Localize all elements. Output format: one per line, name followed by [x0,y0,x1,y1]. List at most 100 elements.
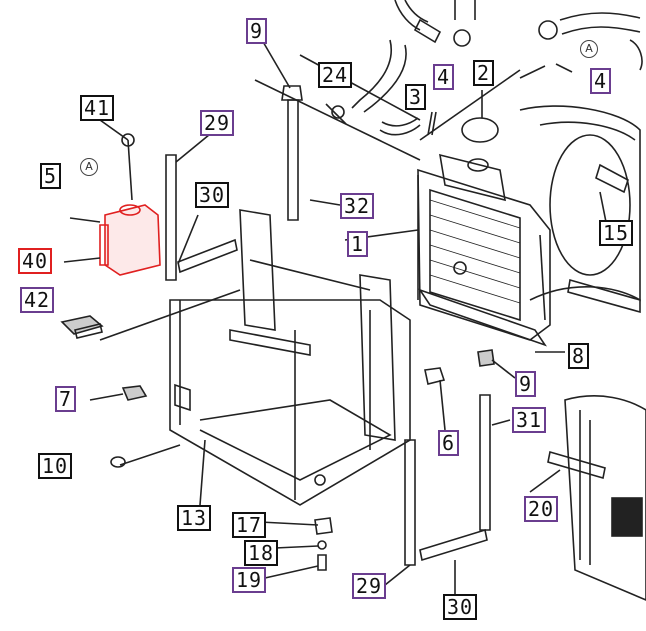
callout-15: 15 [599,220,634,246]
leader-29b [384,564,411,586]
strip-30-top [177,238,238,274]
callout-5: 5 [40,163,62,189]
pad-42-side [74,323,103,339]
marker-a-left: A [80,158,98,176]
tube-41-fitting [121,133,135,147]
leader-6 [439,379,446,431]
callout-20: 20 [524,496,559,522]
marker-a-right: A [580,40,598,58]
radiator-cap-2 [461,117,499,143]
hose-3-outline-b [363,44,407,113]
leader-18 [274,545,319,549]
fan-shroud [519,105,641,302]
pin-4 [555,63,573,73]
frame-hole [314,474,326,486]
strip-20 [547,450,606,480]
leader-10 [119,444,181,466]
strip-right [567,278,641,314]
callout-41: 41 [80,95,115,121]
hose-3-outline-a [351,39,392,109]
callout-3: 3 [405,84,427,110]
clip-9-top [281,85,303,101]
callout-4-right: 4 [590,68,612,94]
callout-24: 24 [318,62,353,88]
right-hose-b [561,26,641,35]
callout-13: 13 [177,505,212,531]
frame-uprights [179,300,371,500]
radiator-tank [439,153,506,202]
callout-9-top: 9 [246,18,268,44]
hose-end [413,18,442,44]
washer-18 [317,540,327,550]
leader-19 [264,565,319,579]
clamp-24-tab [325,103,347,125]
leader-15 [599,191,607,223]
strip-15 [595,163,629,194]
pad-42 [60,315,104,335]
reserve-tank-cap [119,204,141,216]
leader-9 [491,359,516,379]
callout-7: 7 [55,386,77,412]
callout-30-bottom: 30 [443,594,478,620]
leader-32 [309,199,341,206]
clip-6 [424,367,446,385]
hose-3-lower-a [379,124,421,136]
frame-post-left [239,209,276,331]
guide-line [419,69,521,141]
bolt-19 [317,554,327,571]
bolt-5 [69,217,101,223]
fan-shroud-inner [539,121,636,141]
radiator-fins [429,188,521,322]
grille [611,497,643,537]
strip-29-bottom [404,439,416,566]
callout-42: 42 [20,287,55,313]
fan-ring [549,134,631,276]
guide-line [254,79,421,161]
callout-30-top: 30 [195,182,230,208]
callout-31: 31 [512,407,547,433]
callout-40: 40 [18,248,53,274]
callout-32: 32 [340,193,375,219]
frame-base [199,399,392,481]
callout-19: 19 [232,567,267,593]
callout-9-mid: 9 [515,371,537,397]
strip-30-bottom [419,528,488,562]
callout-1: 1 [347,231,369,257]
right-hose-a [559,12,641,21]
radiator-fin-lines [429,199,521,304]
frame-crossbar [249,259,371,291]
frame-post-right [359,274,396,441]
seal-strip-8 [418,288,547,347]
leader-9a [261,39,291,89]
clamp-23 [453,29,471,47]
radiator-side-right [539,234,546,321]
frame-tab [174,383,191,412]
callout-29-top: 29 [200,110,235,136]
leader-17 [259,521,319,526]
right-hose-end [629,39,643,71]
side-panel [564,395,646,601]
clip-9 [477,349,495,367]
radiator-core [417,168,551,341]
leader-13 [199,439,206,506]
upper-hose-line [394,0,421,31]
leader-30 [177,214,199,265]
frame-bracket [229,329,311,356]
callout-29-bottom: 29 [352,573,387,599]
bolt-a [519,65,546,79]
callout-4-left: 4 [433,64,455,90]
leader-40 [63,257,101,263]
strip-31 [479,394,491,531]
tube-41 [127,139,133,201]
callout-17: 17 [232,512,267,538]
leader-42 [99,289,241,341]
leader-20 [529,469,561,493]
reserve-tank-bracket [99,224,109,266]
callout-6: 6 [438,430,460,456]
clamp-24 [331,105,345,119]
callout-18: 18 [244,540,279,566]
oring-10 [110,456,126,468]
callout-8: 8 [568,343,590,369]
mount-17 [314,517,333,535]
clamp-23-label-stub [454,0,476,20]
